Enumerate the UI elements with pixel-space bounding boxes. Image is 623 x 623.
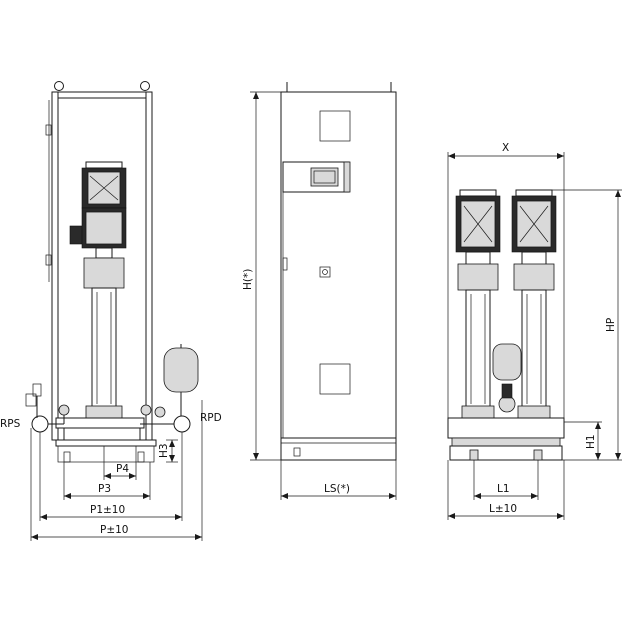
x-label: X (502, 142, 509, 154)
hp-label: HP (605, 318, 617, 332)
p1-label: P1±10 (90, 504, 125, 516)
cabinet-view (280, 82, 397, 461)
side-view-dimensions (30, 400, 203, 541)
h1-label: H1 (585, 434, 597, 449)
p3-label: P3 (98, 483, 111, 495)
front-view-dimensions (447, 152, 622, 520)
h-label: H(*) (242, 269, 254, 290)
p4-label: P4 (116, 463, 129, 475)
rps-label: RPS (0, 418, 21, 430)
side-view (25, 81, 199, 463)
l1-label: L1 (497, 483, 510, 495)
ls-label: LS(*) (324, 483, 350, 495)
cabinet-dimensions (250, 91, 397, 500)
h3-label: H3 (158, 443, 170, 458)
rpd-label: RPD (200, 412, 222, 424)
p-label: P±10 (100, 524, 129, 536)
front-view (447, 189, 565, 461)
l-label: L±10 (489, 503, 517, 515)
